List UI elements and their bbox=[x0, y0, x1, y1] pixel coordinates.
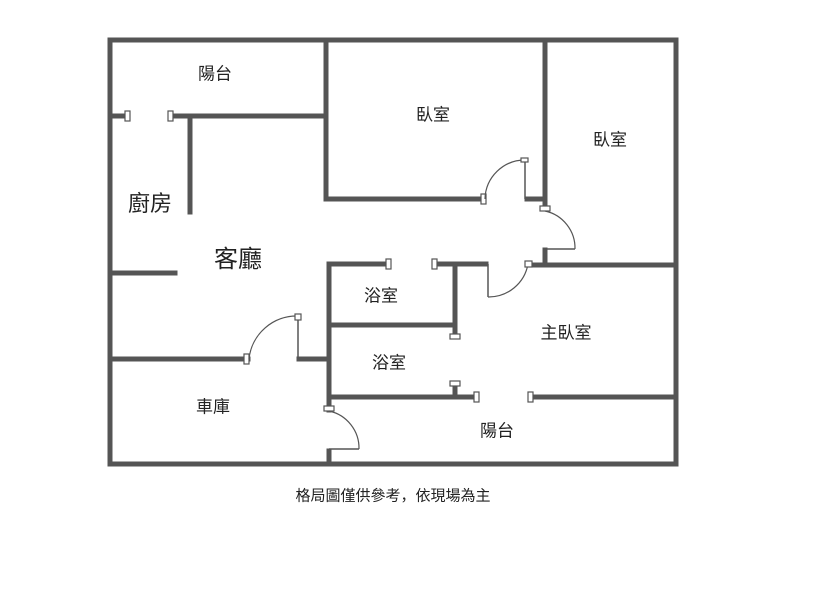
opening-cap bbox=[243, 353, 250, 365]
room-label-bedroom-center: 臥室 bbox=[416, 105, 450, 126]
room-label-balcony-top: 陽台 bbox=[198, 64, 232, 85]
door-swing-arc bbox=[328, 410, 360, 450]
door-swing-arc bbox=[544, 210, 576, 250]
opening-cap bbox=[124, 110, 131, 122]
room-label-balcony-bottom: 陽台 bbox=[480, 421, 514, 442]
opening-cap bbox=[527, 391, 534, 403]
room-label-master-bedroom: 主臥室 bbox=[540, 323, 592, 344]
door-swing-arc bbox=[484, 159, 526, 200]
opening-cap bbox=[480, 193, 487, 205]
outer-wall bbox=[107, 37, 679, 467]
room-label-bedroom-right: 臥室 bbox=[593, 130, 627, 151]
room-label-kitchen: 廚房 bbox=[127, 192, 173, 217]
room-label-garage: 車庫 bbox=[196, 397, 230, 418]
door-swing-arc bbox=[248, 315, 299, 360]
opening-cap bbox=[449, 333, 461, 340]
opening-cap bbox=[539, 205, 551, 212]
opening-cap bbox=[323, 405, 335, 412]
opening-cap bbox=[520, 157, 529, 163]
opening-cap bbox=[385, 258, 392, 270]
opening-cap bbox=[167, 110, 174, 122]
opening-cap bbox=[473, 391, 480, 403]
room-label-bathroom-upper: 浴室 bbox=[364, 286, 398, 307]
door-swing-arc bbox=[487, 263, 529, 298]
room-label-bathroom-lower: 浴室 bbox=[372, 353, 406, 374]
opening-cap bbox=[294, 313, 302, 321]
room-label-living-room: 客廳 bbox=[214, 245, 262, 273]
opening-cap bbox=[449, 380, 461, 387]
disclaimer-caption: 格局圖僅供參考，依現場為主 bbox=[295, 486, 491, 505]
opening-cap bbox=[524, 260, 533, 268]
opening-cap bbox=[431, 258, 438, 270]
